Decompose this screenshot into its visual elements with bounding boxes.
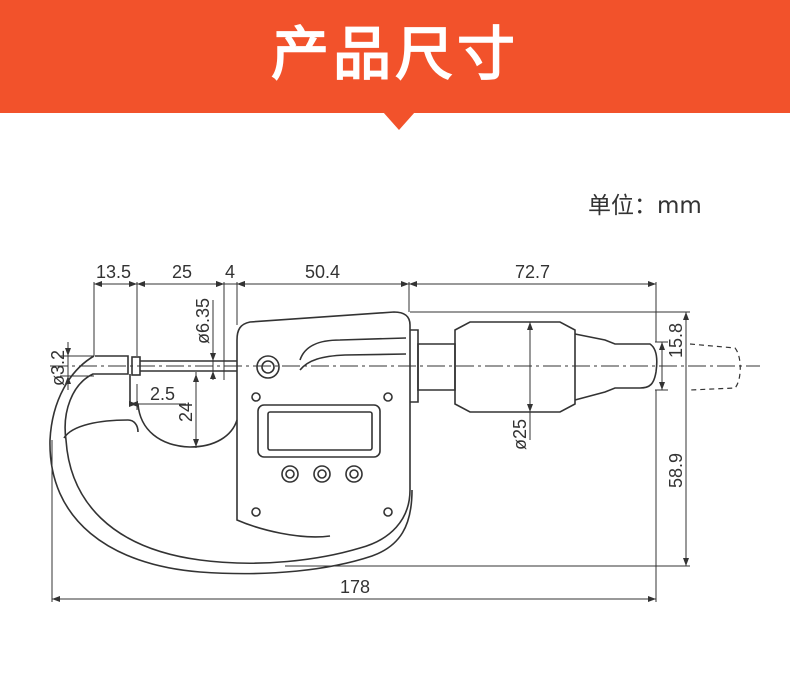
sleeve-barrel — [417, 343, 456, 391]
dim-50-4: 50.4 — [305, 262, 340, 282]
arrowheads — [52, 281, 689, 602]
screw-3 — [251, 507, 261, 517]
ratchet — [574, 333, 658, 401]
dim-total-height: 58.9 — [666, 453, 686, 488]
dim-total-length: 178 — [340, 577, 370, 597]
unit-label: 单位：mm — [588, 193, 702, 219]
dim-throat-depth: 24 — [176, 402, 196, 422]
micrometer-outline — [49, 311, 741, 575]
spindle-lock — [256, 355, 280, 379]
page-title: 产品尺寸 — [270, 20, 519, 88]
screw-1 — [251, 392, 261, 402]
screw-2 — [383, 392, 393, 402]
button-1-inner — [285, 469, 295, 479]
dim-2-5: 2.5 — [150, 384, 175, 404]
screw-4 — [383, 507, 393, 517]
dim-anvil-dia: ø3.2 — [48, 350, 68, 386]
ratchet-phantom — [689, 343, 741, 391]
dim-spindle-height: 15.8 — [666, 323, 686, 358]
lcd-frame — [257, 404, 381, 458]
frame-inner-line — [63, 419, 139, 439]
frame — [49, 311, 413, 575]
spindle — [140, 360, 237, 372]
thimble — [454, 321, 576, 413]
banner-pointer — [383, 112, 415, 130]
dim-4: 4 — [225, 262, 235, 282]
throat — [129, 374, 238, 448]
dim-spindle-dia: ø6.35 — [193, 298, 213, 344]
button-2 — [313, 465, 331, 483]
dim-25: 25 — [172, 262, 192, 282]
dimension-lines — [51, 282, 690, 602]
lcd-screen — [267, 411, 373, 451]
button-1 — [281, 465, 299, 483]
dim-thimble-dia: ø25 — [510, 419, 530, 450]
header-banner: 产品尺寸 — [0, 0, 790, 113]
body-stripe — [299, 337, 407, 371]
dim-72-7: 72.7 — [515, 262, 550, 282]
button-3 — [345, 465, 363, 483]
button-2-inner — [317, 469, 327, 479]
button-3-inner — [349, 469, 359, 479]
dim-13-5: 13.5 — [96, 262, 131, 282]
